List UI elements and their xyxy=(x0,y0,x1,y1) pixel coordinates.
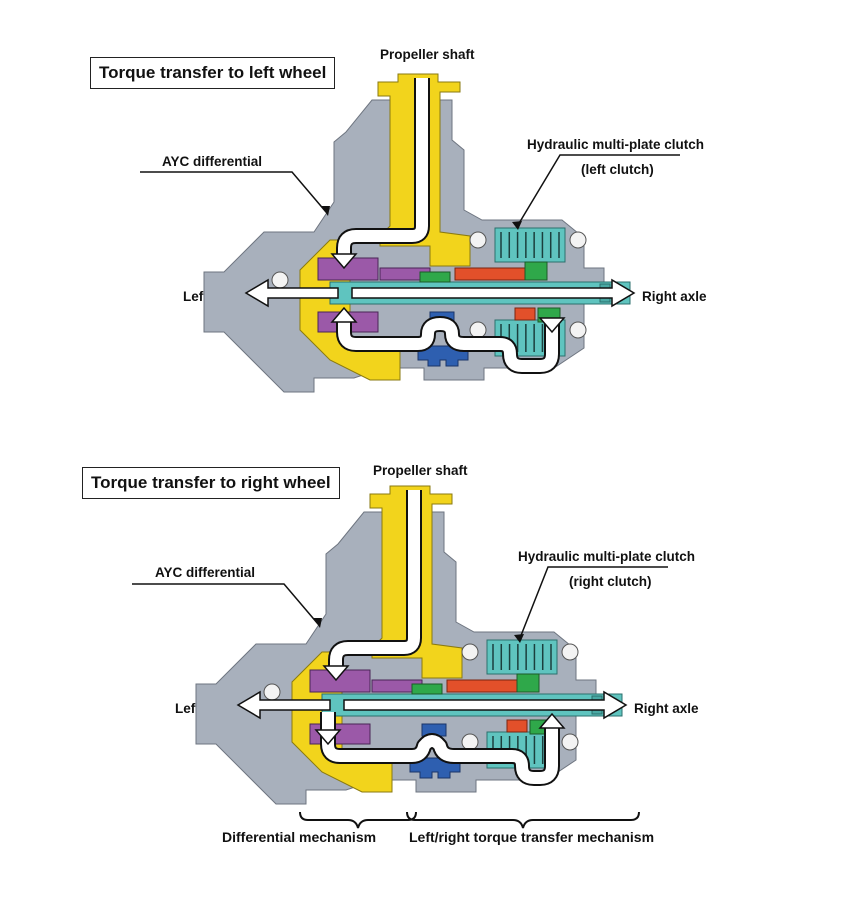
torque-transfer-brace xyxy=(406,811,640,829)
right-axle-arrow xyxy=(343,690,628,720)
flow-arrowhead-down xyxy=(322,665,350,682)
flow-arrowhead-down xyxy=(314,729,342,746)
diagram-group xyxy=(203,73,636,393)
right-axle-label: Right axle xyxy=(642,289,707,304)
planetary-gear xyxy=(417,345,469,367)
clutch-hub-lower xyxy=(506,719,528,733)
clutch-piston-upper xyxy=(524,261,548,281)
differential-brace xyxy=(299,811,417,829)
cross-section-diagram xyxy=(140,73,680,393)
bearing xyxy=(461,643,479,661)
ayc-leader-line xyxy=(132,583,319,625)
cross-section-diagram xyxy=(132,485,668,805)
panel-torque-left: Torque transfer to left wheel Propeller … xyxy=(0,0,848,420)
clutch-pack-upper xyxy=(486,639,558,675)
bearing xyxy=(569,321,587,339)
flow-arrowhead-down xyxy=(330,253,358,270)
clutch-side-label: (left clutch) xyxy=(581,162,654,177)
flow-path-transfer xyxy=(322,712,558,784)
flow-path-transfer xyxy=(338,316,558,372)
flow-path-propeller xyxy=(338,78,428,256)
left-axle-arrow xyxy=(244,278,339,308)
clutch-hub-lower xyxy=(514,307,536,321)
propeller-shaft-label: Propeller shaft xyxy=(373,463,468,478)
clutch-leader-line xyxy=(519,566,668,639)
diagram-group xyxy=(195,485,628,805)
clutch-side-label: (right clutch) xyxy=(569,574,652,589)
panel-title: Torque transfer to left wheel xyxy=(90,57,336,89)
differential-mechanism-label: Differential mechanism xyxy=(222,829,377,845)
speed-sleeve xyxy=(411,683,443,695)
right-axle-arrow xyxy=(351,278,636,308)
clutch-leader-arrowhead xyxy=(512,221,522,230)
ayc-differential-label: AYC differential xyxy=(155,565,256,580)
ayc-leader-arrowhead xyxy=(321,206,330,216)
right-axle-label: Right axle xyxy=(634,701,699,716)
flow-path-propeller xyxy=(330,490,420,668)
panel-title: Torque transfer to right wheel xyxy=(82,467,340,499)
ayc-leader-line xyxy=(140,171,327,213)
speed-sleeve xyxy=(419,271,451,283)
panel-torque-right: Torque transfer to right wheel Propeller… xyxy=(0,412,848,832)
flow-arrowhead-down xyxy=(538,317,566,334)
flow-arrowhead-up xyxy=(330,306,358,323)
clutch-name-label: Hydraulic multi-plate clutch xyxy=(518,549,696,564)
propeller-shaft-label: Propeller shaft xyxy=(380,47,475,62)
bearing xyxy=(469,231,487,249)
clutch-pack-upper xyxy=(494,227,566,263)
bearing xyxy=(561,733,579,751)
ayc-leader-arrowhead xyxy=(313,618,322,628)
clutch-name-label: Hydraulic multi-plate clutch xyxy=(527,137,705,152)
clutch-leader-arrowhead xyxy=(514,634,524,643)
bearing xyxy=(569,231,587,249)
flow-arrowhead-up xyxy=(538,712,566,729)
clutch-piston-upper xyxy=(516,673,540,693)
left-axle-arrow xyxy=(236,690,331,720)
ayc-differential-label: AYC differential xyxy=(162,154,263,169)
clutch-leader-line xyxy=(517,154,680,226)
torque-transfer-mechanism-label: Left/right torque transfer mechanism xyxy=(409,829,655,845)
bearing xyxy=(561,643,579,661)
